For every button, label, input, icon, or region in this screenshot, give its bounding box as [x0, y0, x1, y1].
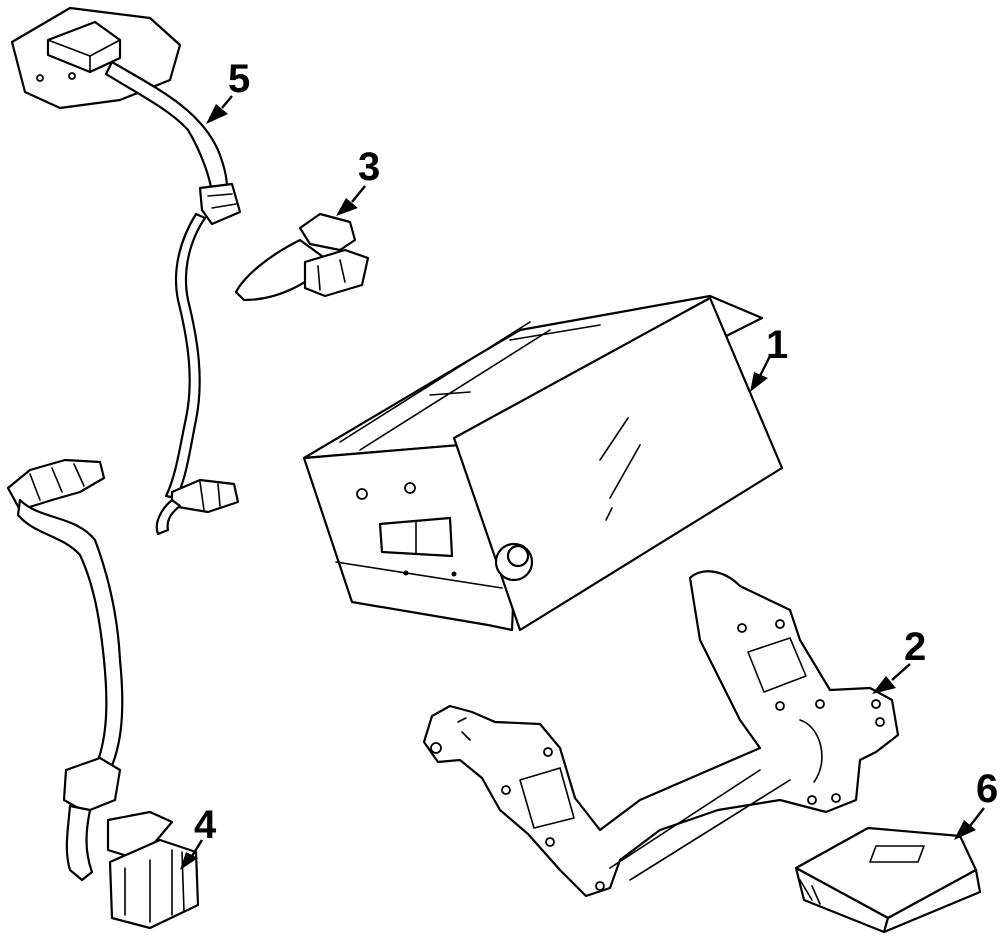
part-2-mounting-bracket — [422, 570, 900, 898]
part-6-control-module — [794, 826, 982, 934]
callout-2: 2 — [904, 625, 926, 669]
callout-5: 5 — [228, 57, 250, 101]
leader-arrows — [180, 95, 985, 870]
part-3-connector — [234, 212, 370, 302]
part-4-wire-harness — [6, 458, 200, 930]
callout-4: 4 — [194, 803, 217, 847]
callout-1: 1 — [766, 323, 788, 367]
callout-3: 3 — [358, 145, 380, 189]
part-5-antenna-cable — [10, 6, 242, 536]
callout-6: 6 — [976, 767, 998, 811]
part-1-radio-unit — [302, 294, 784, 632]
